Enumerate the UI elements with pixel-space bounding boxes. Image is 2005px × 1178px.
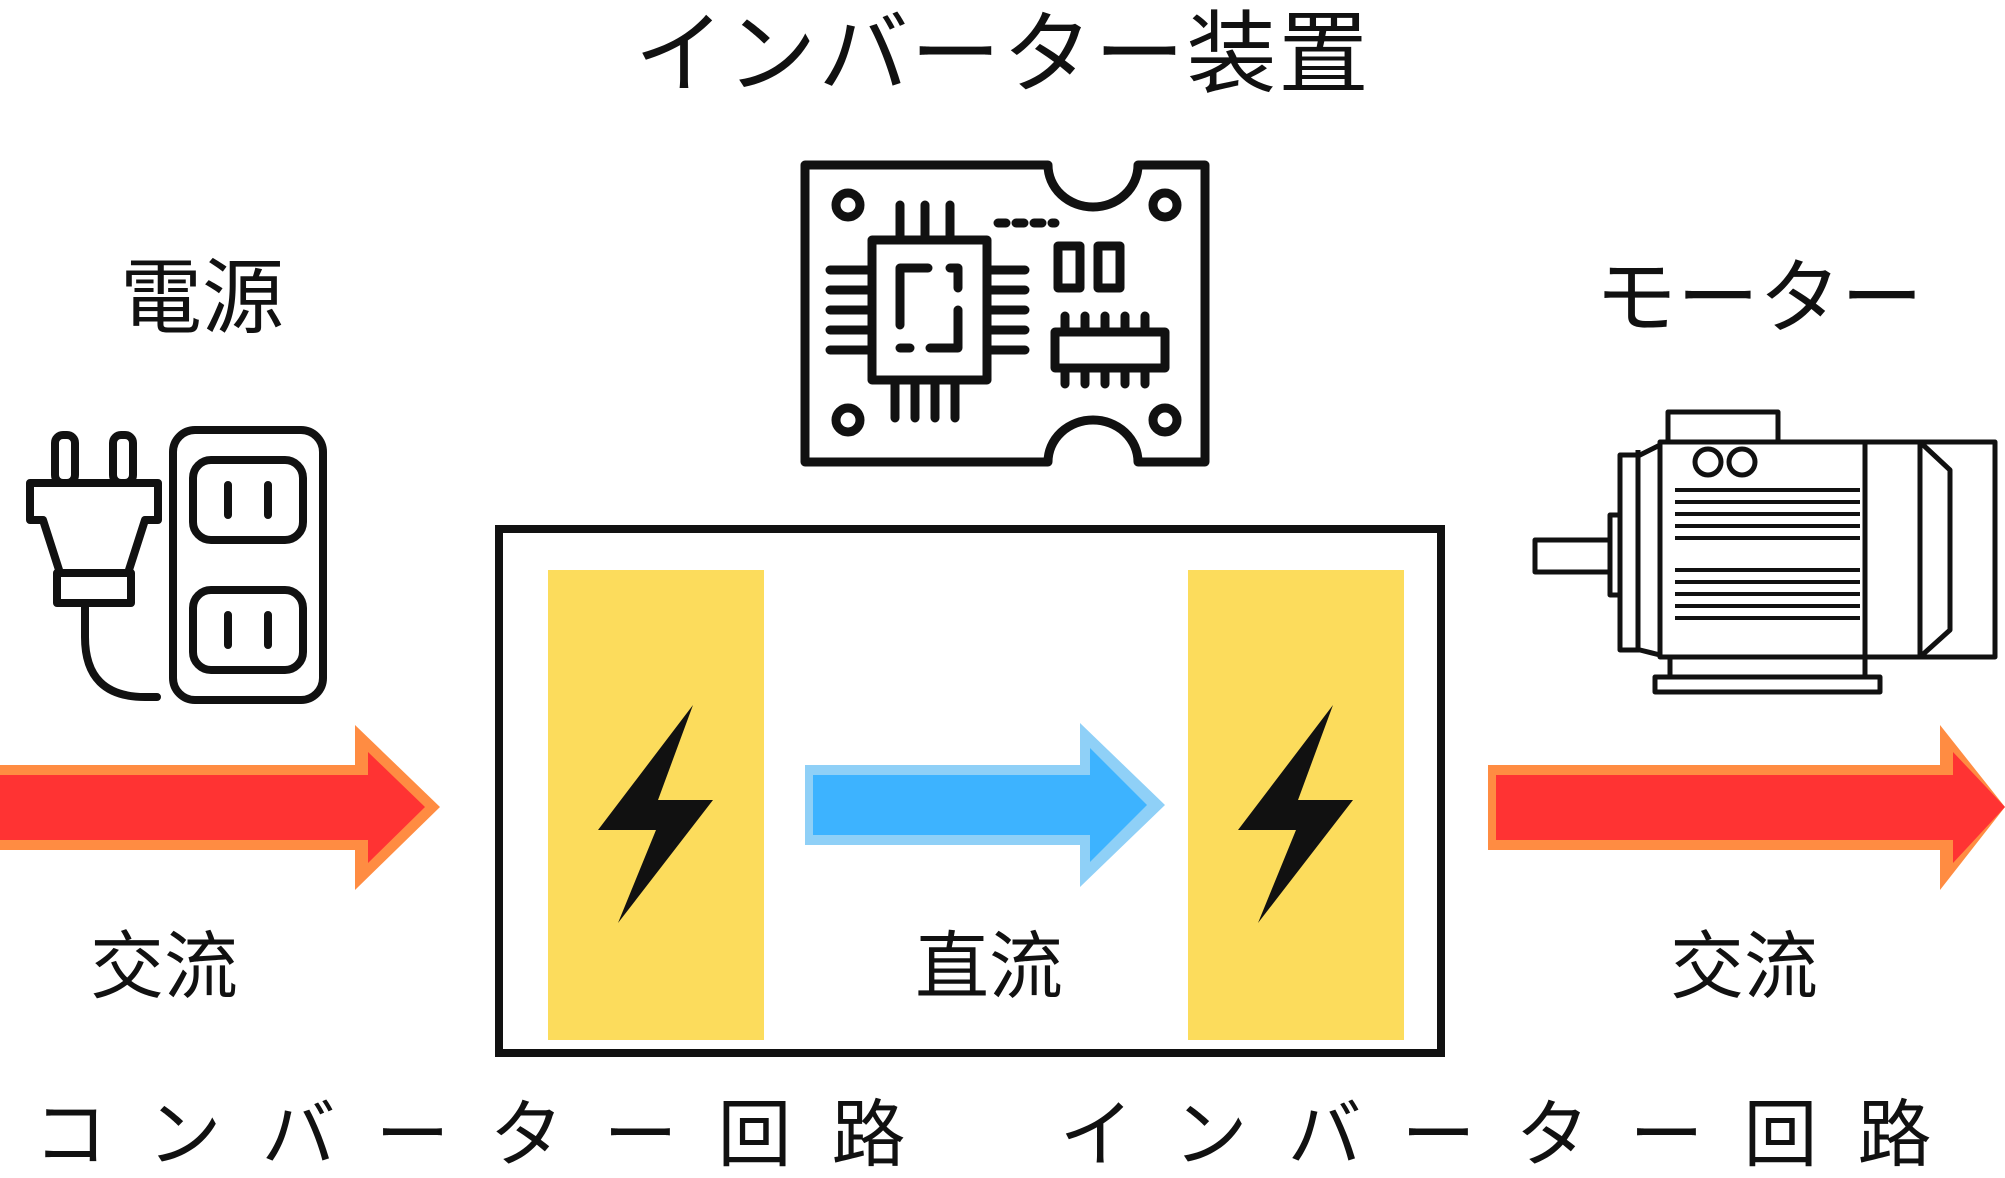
power-source-label: 電源 xyxy=(120,251,285,346)
motor-label: モーター xyxy=(1595,251,1924,346)
dc-label: 直流 xyxy=(915,924,1063,1010)
lightning-bolt-icon xyxy=(1238,705,1353,923)
ac-input-label: 交流 xyxy=(90,924,238,1010)
electric-motor-icon xyxy=(1532,409,1998,695)
dc-arrow xyxy=(805,723,1165,887)
ac-input-arrow xyxy=(0,725,440,890)
outlet-icon xyxy=(169,426,327,704)
ac-output-label: 交流 xyxy=(1670,924,1818,1010)
circuit-board-icon xyxy=(800,160,1210,467)
plug-icon xyxy=(26,431,162,701)
circuit-labels: コンバーター回路 インバーター回路 xyxy=(33,1092,1972,1178)
ac-output-arrow xyxy=(1488,725,2005,890)
diagram-title: インバーター装置 xyxy=(634,2,1371,107)
lightning-bolt-icon xyxy=(598,705,713,923)
